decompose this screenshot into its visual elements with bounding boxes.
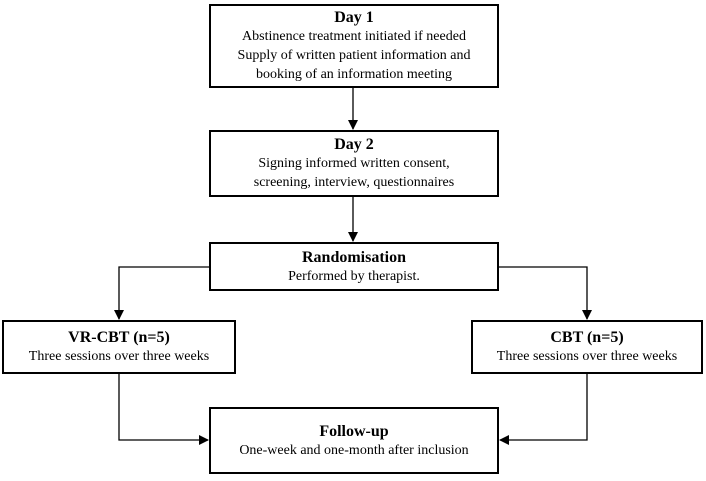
follow-up-box: Follow-up One-week and one-month after i… <box>209 407 499 474</box>
day2-title: Day 2 <box>334 136 374 153</box>
randomisation-line-1: Performed by therapist. <box>288 268 420 284</box>
vr-cbt-line-1: Three sessions over three weeks <box>28 349 210 364</box>
day2-box: Day 2 Signing informed written consent, … <box>209 130 499 197</box>
day1-line-3: booking of an information meeting <box>256 67 452 82</box>
day2-line-2: screening, interview, questionnaires <box>253 175 455 190</box>
arrow-randomisation-to-vr-cbt <box>114 266 209 320</box>
arrow-randomisation-to-cbt <box>499 266 592 320</box>
cbt-box: CBT (n=5) Three sessions over three week… <box>471 320 703 374</box>
day1-box: Day 1 Abstinence treatment initiated if … <box>209 4 499 88</box>
day2-line-1: Signing informed written consent, <box>258 156 450 171</box>
cbt-line-1: Three sessions over three weeks <box>496 349 678 364</box>
follow-up-line-1: One-week and one-month after inclusion <box>239 442 469 458</box>
arrow-cbt-to-follow-up <box>499 374 588 445</box>
day1-title: Day 1 <box>334 9 374 26</box>
randomisation-box: Randomisation Performed by therapist. <box>209 242 499 291</box>
vr-cbt-title: VR-CBT (n=5) <box>68 329 170 346</box>
vr-cbt-box: VR-CBT (n=5) Three sessions over three w… <box>2 320 236 374</box>
arrow-vr-cbt-to-follow-up <box>118 374 209 445</box>
follow-up-title: Follow-up <box>319 422 389 440</box>
day1-line-2: Supply of written patient information an… <box>237 48 471 63</box>
randomisation-title: Randomisation <box>301 248 407 266</box>
cbt-title: CBT (n=5) <box>550 329 624 346</box>
day1-line-1: Abstinence treatment initiated if needed <box>242 29 466 44</box>
